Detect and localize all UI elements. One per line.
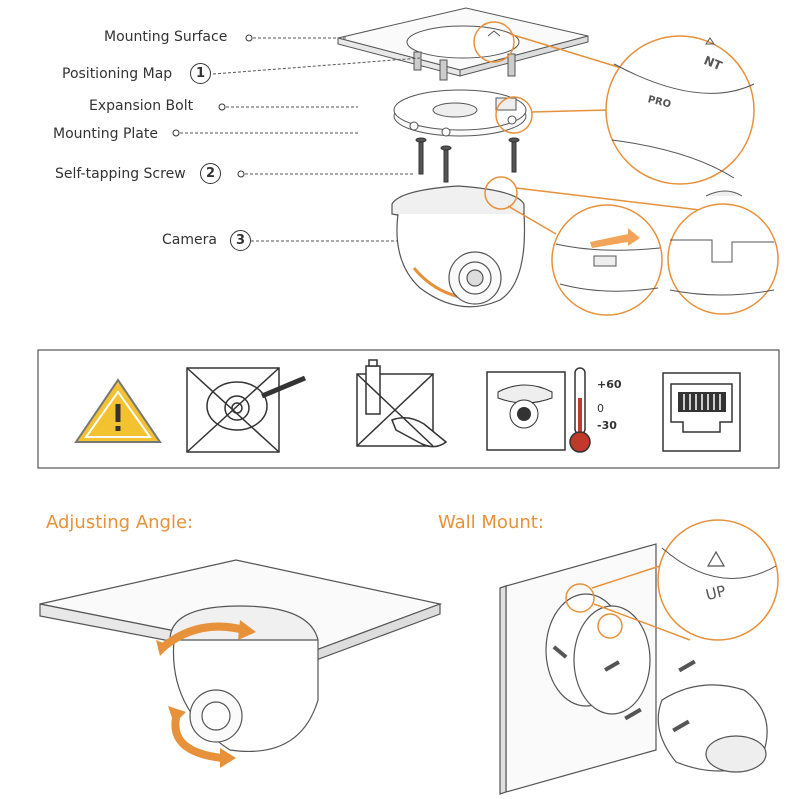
label-camera: Camera	[162, 232, 217, 248]
label-mounting-plate: Mounting Plate	[53, 126, 158, 142]
label-positioning-map: Positioning Map	[62, 66, 173, 82]
wall-mount-zoom	[591, 519, 779, 641]
precautions-box	[37, 349, 780, 469]
mounting-plate-drawing	[393, 89, 527, 137]
label-self-tapping-screw: Self-tapping Screw	[55, 166, 186, 182]
zoom-nt-text: NT	[702, 53, 725, 73]
wall-screws	[552, 645, 696, 733]
positioning-map-zoom	[473, 21, 755, 185]
number-3-badge: 3	[230, 230, 251, 251]
number-2-badge: 2	[200, 163, 221, 184]
wall-mount-drawing	[499, 543, 768, 795]
no-disassembly-icon	[186, 367, 306, 453]
leader-dots	[172, 34, 253, 178]
adjusting-angle-drawing	[39, 559, 443, 768]
up-text: UP	[704, 582, 728, 604]
camera-slot-zoom	[484, 176, 779, 316]
network-port-icon	[662, 372, 741, 452]
leader-lines	[180, 37, 421, 242]
temp-max-text: +60	[597, 378, 622, 391]
temp-min-text: -30	[597, 419, 617, 432]
expansion-bolts-drawing	[413, 51, 516, 81]
no-chemical-cleaner-icon	[356, 359, 448, 448]
warning-icon	[74, 378, 162, 443]
self-tapping-screws-drawing	[415, 137, 520, 183]
temp-zero-text: 0	[597, 402, 604, 415]
operating-temperature-icon	[486, 367, 591, 453]
heading-adjusting-angle: Adjusting Angle:	[46, 512, 194, 533]
mounting-surface-drawing	[337, 7, 589, 77]
label-mounting-surface: Mounting Surface	[104, 29, 228, 45]
heading-wall-mount: Wall Mount:	[438, 512, 544, 533]
number-1-badge: 1	[190, 63, 211, 84]
camera-drawing	[391, 185, 526, 308]
label-expansion-bolt: Expansion Bolt	[89, 98, 194, 114]
